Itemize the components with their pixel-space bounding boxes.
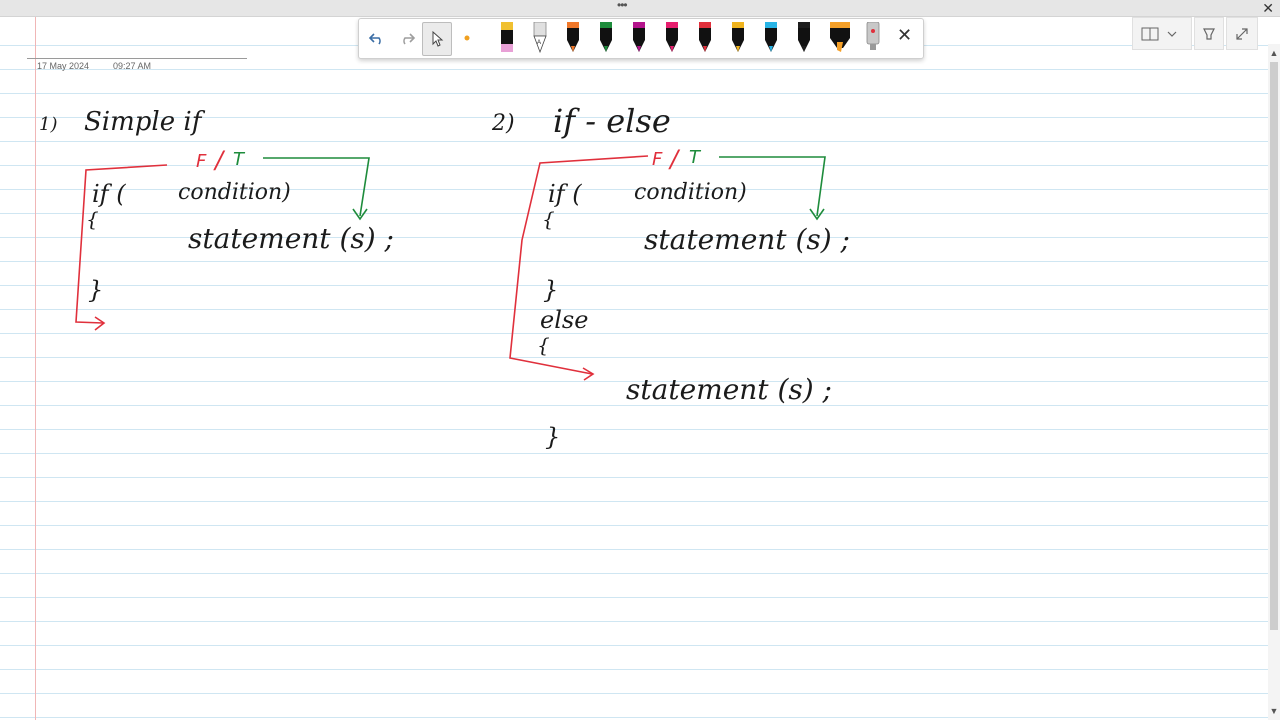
condition-1: condition) — [178, 180, 291, 205]
select-cursor-icon[interactable] — [422, 22, 452, 56]
section1-number: 1) — [39, 114, 57, 135]
page-layout-icon — [1141, 27, 1177, 40]
statement-1: statement (s) ; — [188, 222, 394, 255]
true-arrowhead-2 — [809, 208, 825, 221]
pen-toolbar: A ✕ — [358, 18, 924, 59]
true-arrowhead-1 — [352, 208, 368, 221]
pen-purple[interactable] — [630, 22, 648, 54]
section2-title: if - else — [553, 102, 671, 140]
window-close-icon[interactable]: ✕ — [1262, 0, 1274, 16]
pen-cyan[interactable] — [762, 22, 780, 54]
note-time: 09:27 AM — [113, 61, 152, 71]
margin-line — [35, 17, 36, 720]
highlighter-orange[interactable] — [828, 22, 852, 54]
false-arrowhead-1 — [94, 316, 106, 331]
open-brace-3: { — [537, 333, 550, 357]
scroll-up-icon[interactable]: ▲ — [1269, 48, 1279, 58]
open-brace-1: { — [86, 207, 99, 231]
pen-red[interactable] — [696, 22, 714, 54]
pen-green[interactable] — [597, 22, 615, 54]
pen-pink-black[interactable] — [498, 22, 516, 54]
drag-handle-icon[interactable]: ••• — [617, 0, 628, 12]
false-arrowhead-2 — [582, 367, 595, 381]
false-arrow-2 — [509, 155, 649, 375]
true-arrow-1 — [263, 157, 370, 217]
statement-2: statement (s) ; — [644, 223, 850, 256]
ft-label-slash: / — [213, 146, 226, 174]
undo-icon[interactable] — [363, 22, 391, 54]
scroll-down-icon[interactable]: ▼ — [1269, 706, 1279, 716]
if-keyword-1: if ( — [92, 180, 126, 208]
window-top-bar[interactable]: ••• ✕ — [0, 0, 1280, 17]
section1-title: Simple if — [84, 107, 206, 137]
if-keyword-2: if ( — [548, 180, 582, 208]
note-date: 17 May 2024 — [37, 61, 90, 71]
ft-label-t-2: T — [689, 147, 702, 168]
pen-black[interactable] — [795, 22, 813, 54]
true-arrow-2 — [719, 156, 826, 217]
pen-mode-icon[interactable] — [1194, 17, 1224, 50]
page-view-dropdown[interactable] — [1132, 17, 1192, 50]
ft-label-slash-2: / — [668, 145, 681, 173]
toolbar-close-icon[interactable]: ✕ — [897, 25, 913, 45]
lasso-dot-icon[interactable] — [453, 22, 481, 54]
pen-yellow[interactable] — [729, 22, 747, 54]
statement-3: statement (s) ; — [626, 373, 832, 406]
ft-label-f-2: F — [652, 149, 663, 170]
svg-text:A: A — [537, 40, 541, 46]
pen-orange[interactable] — [564, 22, 582, 54]
pen-red-gray[interactable] — [864, 22, 882, 54]
section2-number: 2) — [491, 111, 515, 136]
title-rule — [27, 58, 247, 59]
ruled-page[interactable] — [0, 17, 1268, 720]
pen-pencil[interactable]: A — [531, 22, 549, 54]
redo-icon[interactable] — [393, 22, 421, 54]
close-brace-2: } — [543, 276, 558, 304]
false-arrow-1 — [75, 164, 168, 324]
scroll-thumb[interactable] — [1270, 62, 1278, 630]
ft-label-t: T — [233, 149, 246, 170]
pen-magenta[interactable] — [663, 22, 681, 54]
condition-2: condition) — [634, 180, 747, 205]
open-brace-2: { — [542, 207, 555, 231]
close-brace-3: } — [545, 423, 560, 451]
expand-icon[interactable] — [1226, 17, 1258, 50]
close-brace-1: } — [88, 276, 103, 304]
ft-label-f: F — [196, 151, 207, 172]
else-keyword: else — [540, 306, 588, 334]
